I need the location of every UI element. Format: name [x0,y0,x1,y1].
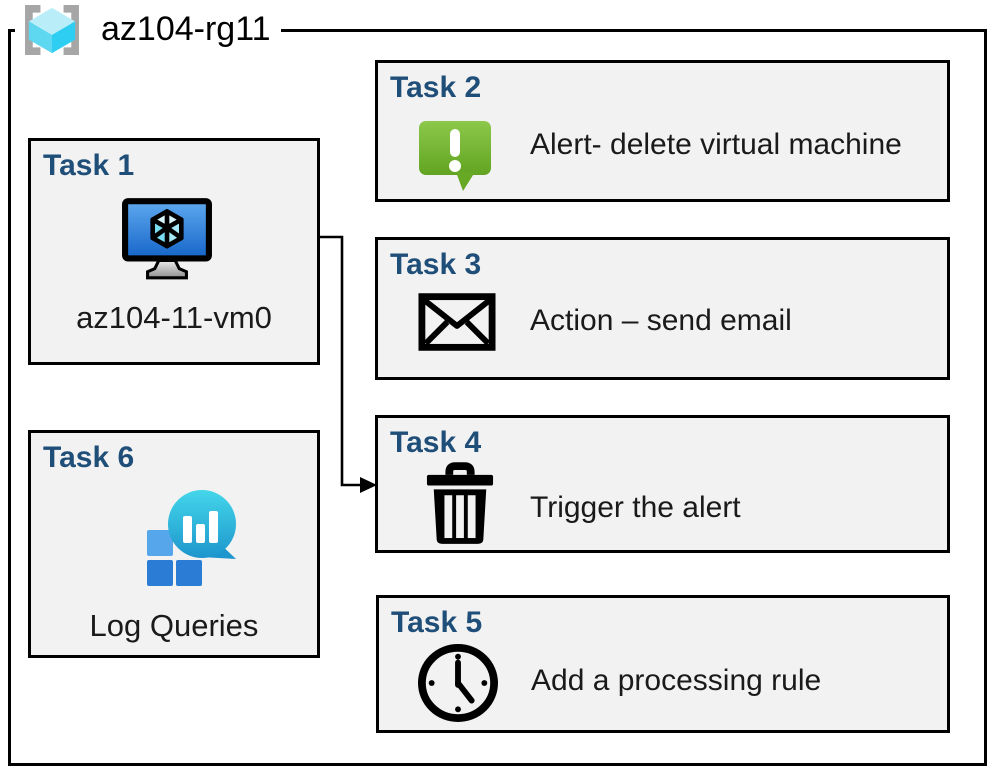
task1-title: Task 1 [43,149,135,182]
task4-title: Task 4 [390,426,482,459]
frame-title-gap [15,26,281,36]
task3-title: Task 3 [390,248,482,281]
clock-icon [418,643,498,723]
trash-icon [426,462,494,544]
task6-box: Task 6 Log Queries [28,430,320,658]
task6-caption: Log Queries [89,608,259,643]
task2-box: Task 2 Alert- delete virtual machine [375,60,950,202]
resource-group-label: az104-rg11 [101,10,271,48]
task1-caption: az104-11-vm0 [76,300,272,335]
task5-caption: Add a processing rule [531,664,822,697]
task4-box: Task 4 Trigger the alert [375,415,950,553]
log-analytics-icon [147,490,236,586]
task5-box: Task 5 Add a processing rule [376,595,950,733]
task2-title: Task 2 [390,71,482,104]
task6-title: Task 6 [43,441,135,474]
task5-title: Task 5 [391,606,483,639]
resource-group-icon [25,4,79,56]
task3-caption: Action – send email [530,304,792,337]
email-envelope-icon [418,293,496,351]
task4-caption: Trigger the alert [530,491,741,524]
task3-box: Task 3 Action – send email [375,237,950,380]
virtual-machine-icon [122,198,212,280]
task2-caption: Alert- delete virtual machine [530,128,902,161]
alert-message-icon [419,121,491,191]
task1-box: Task 1 az104-11-vm0 [28,138,320,365]
